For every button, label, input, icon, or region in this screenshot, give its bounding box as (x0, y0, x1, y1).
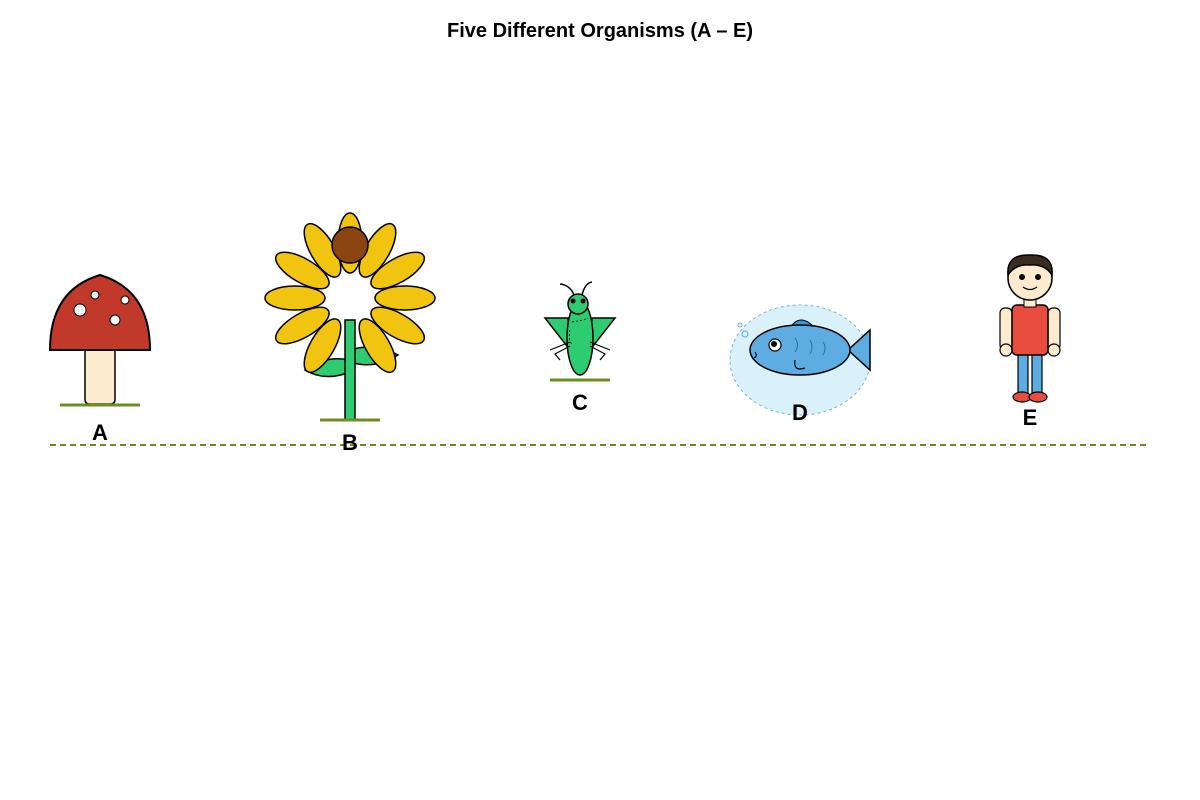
organism-e: E (999, 254, 1061, 430)
human-icon (999, 254, 1061, 403)
organism-c: C (543, 281, 617, 415)
organism-label-c: C (572, 390, 588, 415)
organism-label-d: D (792, 400, 808, 425)
organism-label-e: E (1023, 405, 1038, 430)
fish-icon (729, 304, 871, 416)
organism-a: A (48, 273, 152, 445)
sunflower-icon (264, 212, 436, 422)
organism-label-a: A (92, 420, 108, 445)
mushroom-icon (48, 273, 152, 407)
organism-d: D (729, 304, 871, 425)
organism-b: B (264, 212, 436, 455)
grasshopper-icon (543, 281, 617, 382)
diagram-title: Five Different Organisms (A – E) (447, 20, 753, 42)
organism-label-b: B (342, 430, 358, 455)
